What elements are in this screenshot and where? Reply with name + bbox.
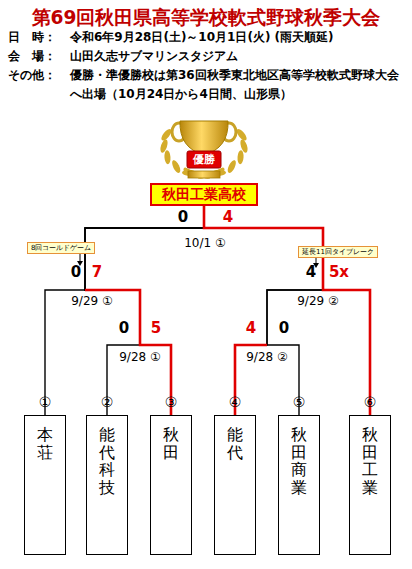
score: 4 xyxy=(223,208,233,226)
field-value: 山田久志サブマリンスタジアム xyxy=(70,47,238,66)
team-box: 秋田商業 xyxy=(278,415,320,555)
score: 0 xyxy=(279,319,289,337)
score: 5 xyxy=(151,319,161,337)
laurel-leaf xyxy=(170,159,182,174)
score: 5x xyxy=(329,263,349,281)
champion-box: 秋田工業高校 xyxy=(150,183,258,206)
trophy-cup xyxy=(180,121,228,155)
seed-number: ③ xyxy=(165,394,178,410)
note-text: 8回コールドゲーム xyxy=(31,244,91,252)
title: 第69回秋田県高等学校軟式野球秋季大会 xyxy=(0,5,412,31)
field-value: 令和6年9月28日(土)～10月1日(火) (雨天順延) xyxy=(70,28,334,47)
score: 7 xyxy=(92,263,102,281)
trophy-label: 優勝 xyxy=(193,152,215,167)
trophy-base xyxy=(188,171,220,178)
seed-number: ⑤ xyxy=(293,394,306,410)
match-date: 9/28 ② xyxy=(246,350,288,364)
score: 0 xyxy=(71,263,81,281)
champion-name: 秋田工業高校 xyxy=(162,186,246,204)
team-box: 秋田 xyxy=(150,415,192,555)
team-name: 能代 xyxy=(227,426,243,461)
match-date: 9/29 ① xyxy=(71,294,113,308)
score: 4 xyxy=(306,263,316,281)
team-box: 能代 xyxy=(214,415,256,555)
laurel-leaf xyxy=(226,159,238,174)
match-date: 10/1 ① xyxy=(184,236,226,250)
team-name: 能代科技 xyxy=(99,426,115,496)
winner-line xyxy=(85,290,171,415)
seed-number: ① xyxy=(39,394,52,410)
team-name: 秋田 xyxy=(163,426,179,461)
match-date: 9/29 ② xyxy=(297,294,339,308)
team-box: 秋田工業 xyxy=(349,415,391,555)
seed-number: ④ xyxy=(229,394,242,410)
seed-number: ⑥ xyxy=(364,394,377,410)
laurel-leaf xyxy=(237,150,244,164)
score: 0 xyxy=(178,208,188,226)
callout-arrow xyxy=(80,254,81,262)
field-name: 日 時： xyxy=(8,28,56,47)
seed-number: ② xyxy=(101,394,114,410)
team-box: 本荘 xyxy=(24,415,66,555)
bracket-line xyxy=(45,206,204,415)
note-box: 8回コールドゲーム xyxy=(27,242,95,254)
trophy-plaque xyxy=(187,151,221,168)
field-name: 会 場： xyxy=(8,47,56,66)
note-text: 延長11回タイブレーク xyxy=(302,248,374,256)
bracket-line xyxy=(204,206,370,415)
team-name: 本荘 xyxy=(37,426,53,461)
match-date: 9/28 ① xyxy=(119,350,161,364)
score: 0 xyxy=(119,319,129,337)
laurel-leaf xyxy=(164,150,171,164)
team-name: 秋田商業 xyxy=(291,426,307,496)
team-name: 秋田工業 xyxy=(362,426,378,496)
field-value: 優勝・準優勝校は第36回秋季東北地区高等学校軟式野球大会へ出場（10月24日から… xyxy=(70,66,404,103)
note-box: 延長11回タイブレーク xyxy=(298,246,378,258)
team-box: 能代科技 xyxy=(86,415,128,555)
score: 4 xyxy=(246,319,256,337)
field-name: その他： xyxy=(8,66,56,85)
